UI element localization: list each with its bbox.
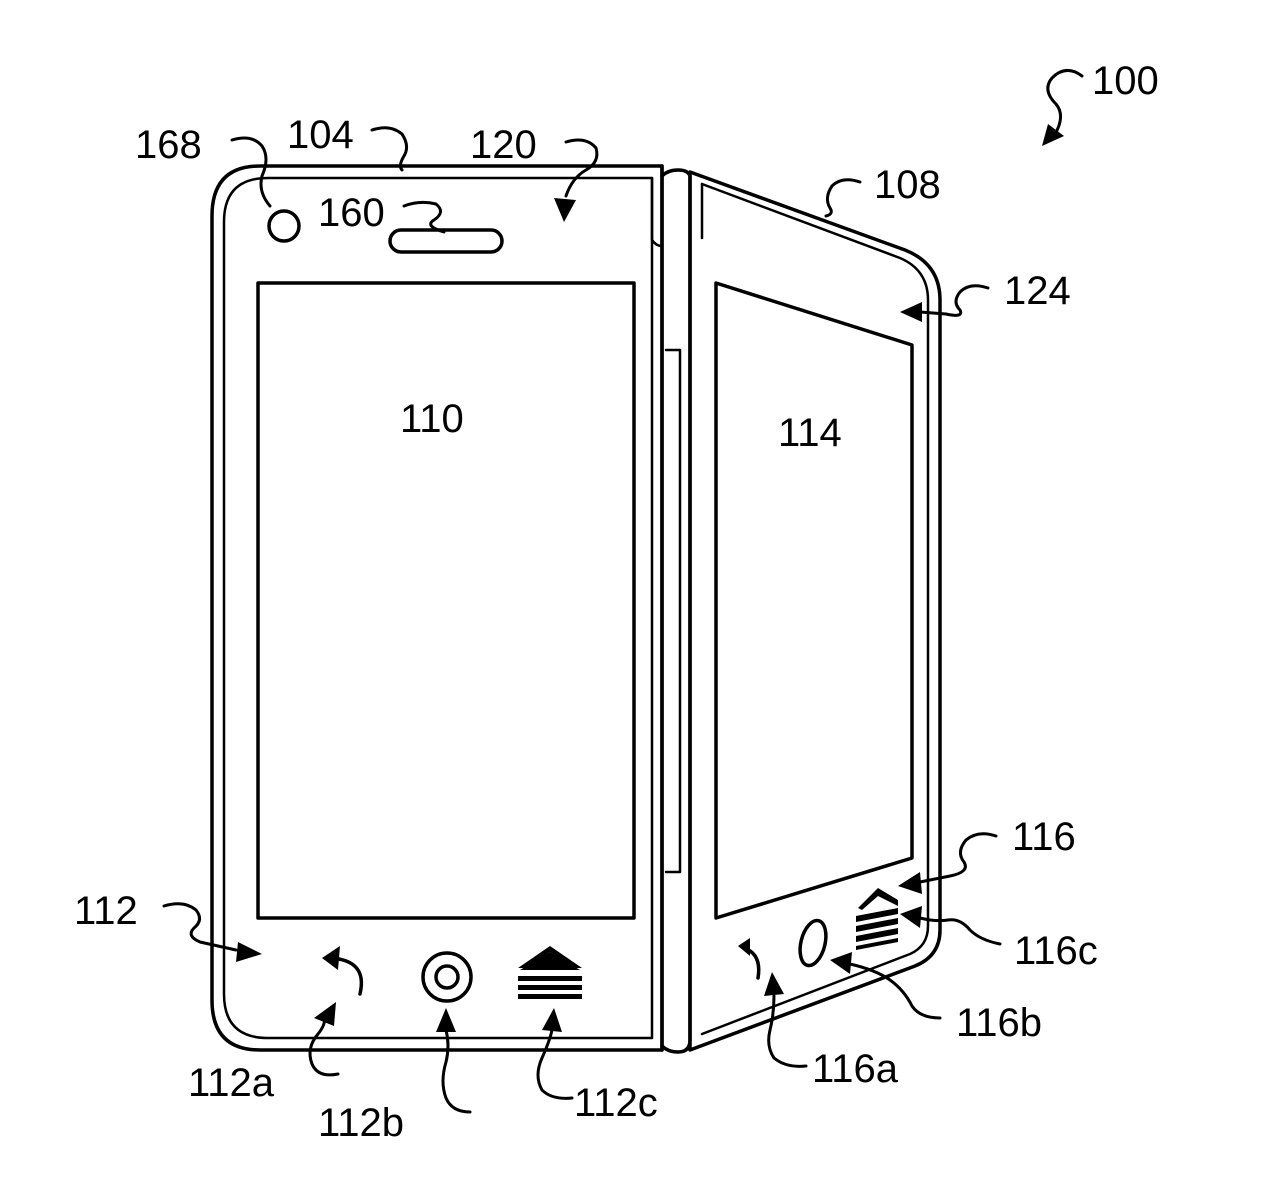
label-116a: 116a [812,1047,899,1091]
label-110: 110 [400,397,464,441]
label-114: 114 [778,411,842,455]
hinge [662,166,690,1052]
leader-lines [164,70,1082,1112]
second-home-button-icon [796,918,830,968]
label-120: 120 [470,123,537,167]
label-108: 108 [874,163,941,207]
label-116c: 116c [1014,929,1098,973]
label-116: 116 [1012,815,1076,859]
menu-button-icon [518,946,582,999]
second-menu-button-icon [856,888,898,950]
label-116b: 116b [956,1001,1042,1045]
first-display-screen [258,283,634,918]
label-104: 104 [287,113,354,157]
label-112a: 112a [188,1061,275,1105]
second-back-button-icon [738,938,759,978]
label-168: 168 [135,123,202,167]
label-100: 100 [1092,59,1159,103]
speaker-slot [390,230,502,252]
label-112b: 112b [318,1101,404,1145]
back-button-icon [322,946,361,994]
label-112: 112 [74,889,138,933]
right-device-housing [690,172,940,1050]
home-button-icon [423,953,471,1001]
second-display-screen [716,283,912,918]
label-160: 160 [318,191,385,235]
camera-icon [269,211,299,241]
label-112c: 112c [574,1081,658,1125]
label-124: 124 [1004,269,1071,313]
